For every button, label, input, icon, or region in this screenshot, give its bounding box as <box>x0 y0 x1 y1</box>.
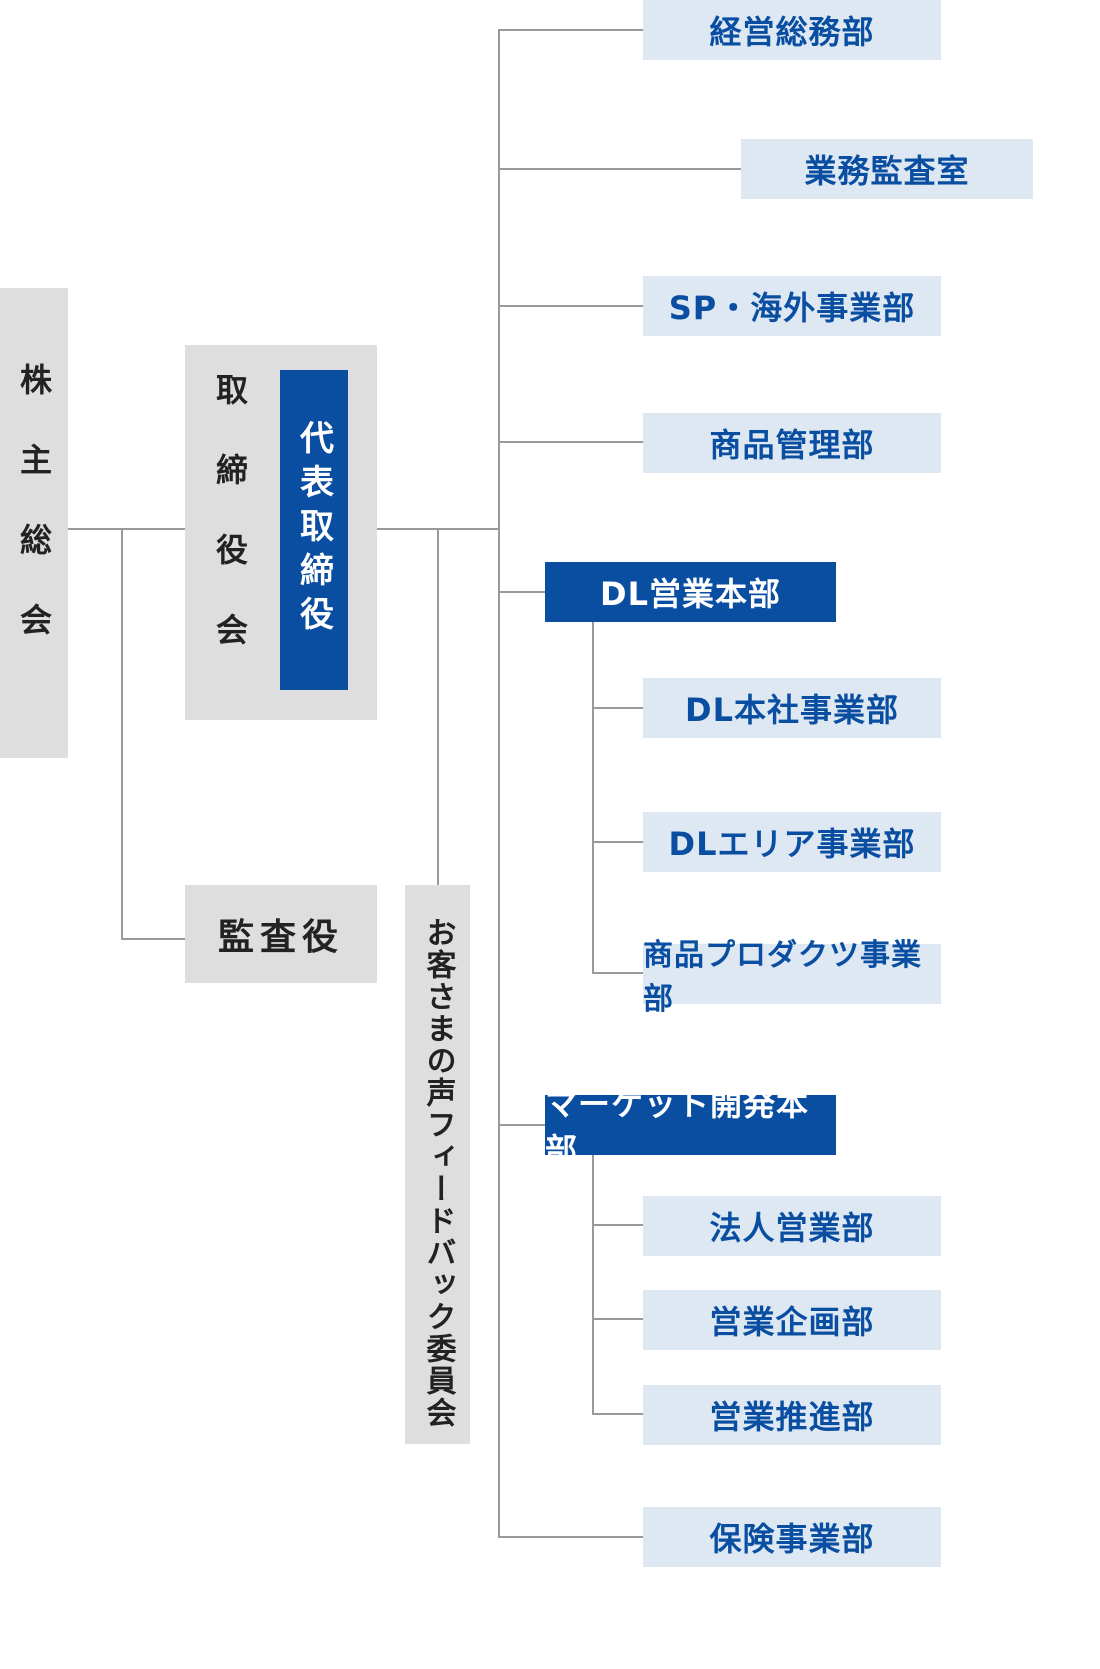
board-of-directors-label: 取締役会 <box>211 372 249 693</box>
dept-product-products-business: 商品プロダクツ事業部 <box>643 938 941 1017</box>
connector-to-market-development-hq <box>498 1124 545 1126</box>
dept-corporate-sales: 法人営業部 <box>643 1196 941 1256</box>
connector-main-spine <box>498 31 500 1537</box>
connector-to-dl-sales-hq <box>498 591 545 593</box>
auditor-box: 監査役 <box>185 885 377 983</box>
dept-sales-planning: 営業企画部 <box>643 1290 941 1350</box>
connector-to-auditor <box>121 938 186 940</box>
dept-label: 営業企画部 <box>709 1303 875 1341</box>
dept-product-management: 商品管理部 <box>643 413 941 473</box>
dept-label: マーケット開発本部 <box>545 1085 810 1169</box>
representative-director-label: 代表取締役 <box>293 420 334 640</box>
connector-to-dl-head-office <box>592 707 643 709</box>
dept-label: 業務監査室 <box>804 152 970 190</box>
dept-label: 保険事業部 <box>709 1520 875 1558</box>
connector-dl-sub-vertical <box>592 620 594 973</box>
representative-director-box: 代表取締役 <box>280 370 348 690</box>
connector-to-management-general-affairs <box>498 29 643 31</box>
shareholders-meeting-label: 株主総会 <box>15 363 53 683</box>
dept-label: DLエリア事業部 <box>668 825 916 863</box>
feedback-committee-box: お客さまの声フィードバック委員会 <box>405 885 470 1444</box>
connector-shareholders-to-board <box>68 528 186 530</box>
connector-to-corporate-sales <box>592 1224 643 1226</box>
connector-to-product-management <box>498 441 643 443</box>
connector-to-insurance-business <box>498 1536 643 1538</box>
connector-to-sales-promotion <box>592 1413 643 1415</box>
connector-feedback-vertical <box>437 528 439 886</box>
dept-label: DL営業本部 <box>600 575 781 613</box>
connector-to-sp-overseas <box>498 305 643 307</box>
dept-insurance-business: 保険事業部 <box>643 1507 941 1567</box>
dept-label: 商品管理部 <box>709 426 875 464</box>
connector-auditor-vertical <box>121 528 123 940</box>
dept-label: 営業推進部 <box>709 1398 875 1436</box>
shareholders-meeting-box: 株主総会 <box>0 288 68 758</box>
dept-label: DL本社事業部 <box>685 691 899 729</box>
dept-dl-sales-hq: DL営業本部 <box>545 562 836 622</box>
connector-to-sales-planning <box>592 1318 643 1320</box>
dept-sales-promotion: 営業推進部 <box>643 1385 941 1445</box>
dept-label: SP・海外事業部 <box>668 289 916 327</box>
dept-internal-audit-office: 業務監査室 <box>741 139 1033 199</box>
dept-dl-head-office-business: DL本社事業部 <box>643 678 941 738</box>
dept-management-general-affairs: 経営総務部 <box>643 0 941 60</box>
connector-to-dl-area <box>592 841 643 843</box>
connector-to-internal-audit-office <box>498 168 741 170</box>
feedback-committee-label: お客さまの声フィードバック委員会 <box>420 917 456 1429</box>
dept-label: 経営総務部 <box>709 13 875 51</box>
dept-market-development-hq: マーケット開発本部 <box>545 1085 836 1169</box>
dept-sp-overseas: SP・海外事業部 <box>643 276 941 336</box>
dept-label: 商品プロダクツ事業部 <box>643 938 922 1017</box>
connector-to-product-products <box>592 972 643 974</box>
dept-label: 法人営業部 <box>709 1209 875 1247</box>
connector-market-sub-vertical <box>592 1153 594 1415</box>
dept-dl-area-business: DLエリア事業部 <box>643 812 941 872</box>
auditor-label: 監査役 <box>217 917 344 958</box>
